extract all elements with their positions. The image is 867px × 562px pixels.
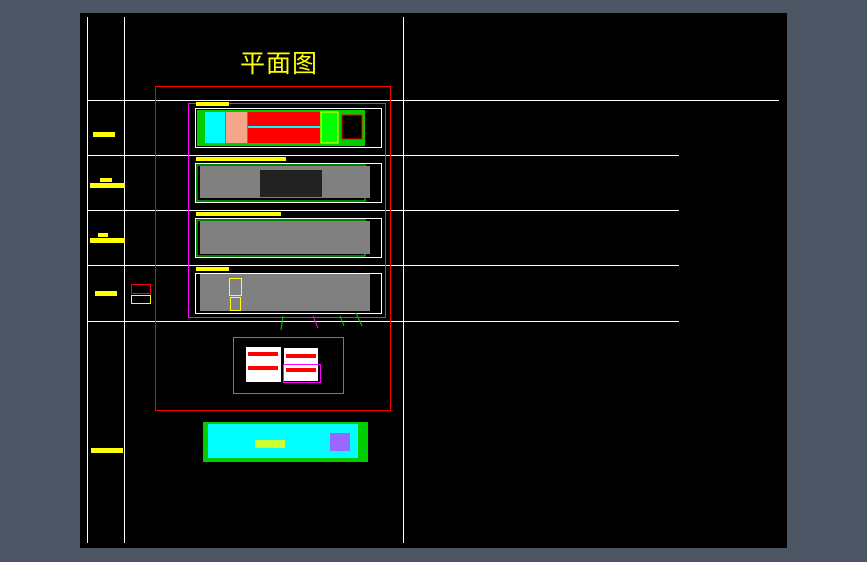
legend-box	[131, 295, 151, 304]
row-label-mark	[90, 183, 125, 188]
layout-border	[188, 103, 386, 318]
plan-label-mark	[196, 102, 229, 106]
frame-lines	[87, 17, 779, 543]
floor-plan-3[interactable]	[195, 218, 382, 258]
row-label-mark	[95, 291, 117, 296]
row-label-mark	[98, 233, 108, 237]
viewport-border[interactable]	[155, 86, 391, 411]
plan-label-mark	[196, 267, 229, 271]
row-label-mark	[93, 132, 115, 137]
row-labels	[90, 102, 286, 453]
row-label-mark	[90, 238, 125, 243]
floor-plan-2[interactable]	[195, 163, 382, 203]
site-plan[interactable]	[203, 422, 368, 462]
floor-plan-1[interactable]	[195, 108, 382, 148]
plan-label-mark	[196, 157, 286, 161]
drawing-title: 平面图	[240, 49, 319, 78]
floor-plan-4[interactable]	[195, 273, 382, 331]
row-label-mark	[100, 178, 112, 182]
legend-box	[131, 284, 151, 294]
detail-sheets[interactable]	[233, 337, 344, 394]
row-label-mark	[91, 448, 123, 453]
plan-label-mark	[196, 212, 281, 216]
